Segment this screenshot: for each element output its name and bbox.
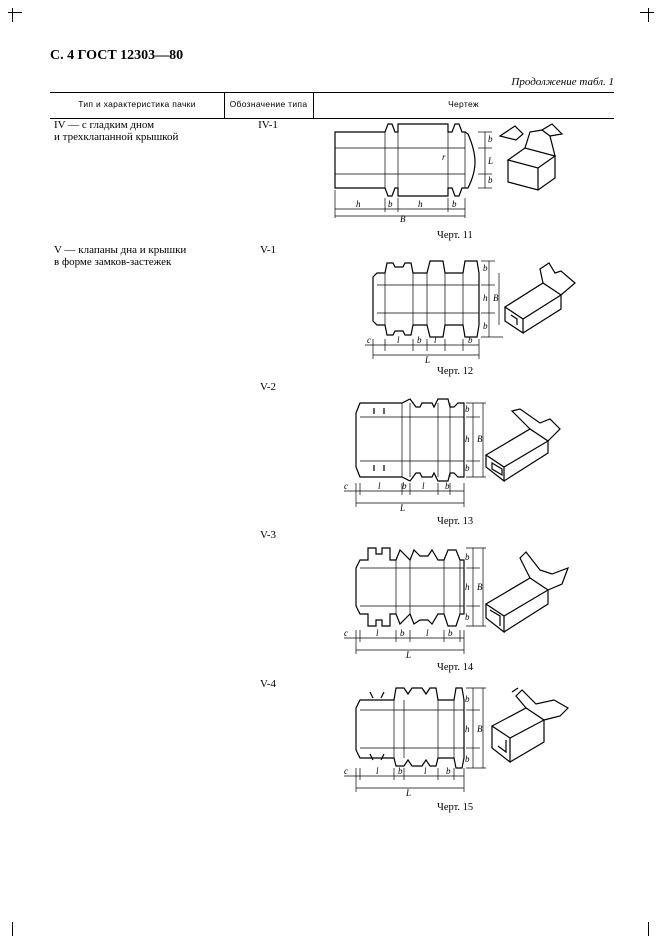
type-description: IV — с гладким дном и трехклапанной крыш…	[54, 119, 178, 143]
dim-label: l	[422, 481, 425, 491]
dim-label: c	[367, 335, 371, 345]
dim-label: l	[378, 481, 381, 491]
type-code: V-3	[259, 529, 277, 541]
dim-label: l	[426, 628, 429, 638]
dim-label: B	[400, 214, 406, 224]
dim-label: h	[483, 293, 488, 303]
type-line: в форме замков-застежек	[54, 256, 172, 268]
dim-label: b	[465, 694, 470, 704]
dim-label: L	[424, 355, 430, 365]
dim-label: h	[356, 199, 361, 209]
drawing-fig12: c l b l b L b h B b	[365, 260, 576, 365]
dim-label: l	[397, 335, 400, 345]
type-line: и трехклапанной крышкой	[54, 131, 179, 143]
dim-label: b	[398, 766, 403, 776]
drawing-fig13: c l b l b L b h B b	[344, 398, 561, 513]
type-line: IV — с гладким дном	[54, 119, 155, 131]
crop-mark	[648, 922, 649, 936]
table-continuation: Продолжение табл. 1	[511, 76, 614, 88]
drawing-fig11: r h b h b B b L b	[334, 123, 564, 224]
dim-label: b	[465, 552, 470, 562]
dim-label: b	[388, 199, 393, 209]
dim-label: b	[465, 404, 470, 414]
crop-mark	[12, 922, 13, 936]
type-description: V — клапаны дна и крышки в форме замков-…	[54, 244, 186, 268]
dim-label: b	[483, 263, 488, 273]
dim-label: c	[344, 481, 348, 491]
dim-label: l	[424, 766, 427, 776]
dim-label: L	[399, 503, 405, 513]
dim-label: c	[344, 766, 348, 776]
type-code: IV-1	[258, 119, 278, 131]
figure-caption: Черт. 13	[437, 516, 474, 527]
dim-label: h	[465, 582, 470, 592]
column-header: Тип и характеристика пачки	[78, 99, 196, 109]
drawing-fig14: c l b l b L b h B b	[344, 547, 570, 660]
dim-label: b	[488, 175, 493, 185]
crop-mark	[12, 8, 13, 22]
crop-mark	[648, 8, 649, 22]
type-code: V-4	[259, 678, 277, 690]
dim-label: b	[402, 481, 407, 491]
type-line: V — клапаны дна и крышки	[54, 244, 187, 256]
specs-table: Тип и характеристика пачки Обозначение т…	[50, 92, 614, 822]
dim-label: L	[405, 788, 411, 798]
dim-label: b	[483, 321, 488, 331]
dim-label: b	[400, 628, 405, 638]
dim-label: h	[418, 199, 423, 209]
dim-label: h	[465, 434, 470, 444]
dim-label: B	[477, 582, 483, 592]
dim-label: B	[493, 293, 499, 303]
dim-label: b	[445, 481, 450, 491]
figure-caption: Черт. 11	[437, 230, 473, 241]
column-header: Обозначение типа	[229, 99, 308, 109]
dim-label: b	[465, 754, 470, 764]
dim-label: b	[446, 766, 451, 776]
crop-mark	[640, 12, 654, 13]
dim-label: c	[344, 628, 348, 638]
dim-label: b	[448, 628, 453, 638]
dim-label: l	[376, 766, 379, 776]
dim-label: l	[376, 628, 379, 638]
crop-mark	[8, 12, 22, 13]
dim-label: b	[465, 612, 470, 622]
dim-label: b	[417, 335, 422, 345]
dim-label: L	[405, 650, 411, 660]
dim-label: b	[468, 335, 473, 345]
dim-label: b	[452, 199, 457, 209]
dim-label: B	[477, 724, 483, 734]
dim-label: B	[477, 434, 483, 444]
figure-caption: Черт. 15	[437, 802, 474, 813]
type-code: V-2	[259, 381, 277, 393]
type-code: V-1	[259, 244, 277, 256]
dim-label: L	[487, 156, 493, 166]
figure-caption: Черт. 14	[437, 662, 474, 673]
dim-label: b	[465, 463, 470, 473]
dim-label: b	[488, 134, 493, 144]
figure-caption: Черт. 12	[437, 366, 474, 377]
dim-label: r	[442, 152, 446, 162]
column-header: Чертеж	[448, 99, 479, 109]
dim-label: h	[465, 724, 470, 734]
page-header: С. 4 ГОСТ 12303—80	[50, 48, 184, 63]
drawing-fig15: c l b l b L b h B b	[344, 687, 569, 798]
dim-label: l	[434, 335, 437, 345]
